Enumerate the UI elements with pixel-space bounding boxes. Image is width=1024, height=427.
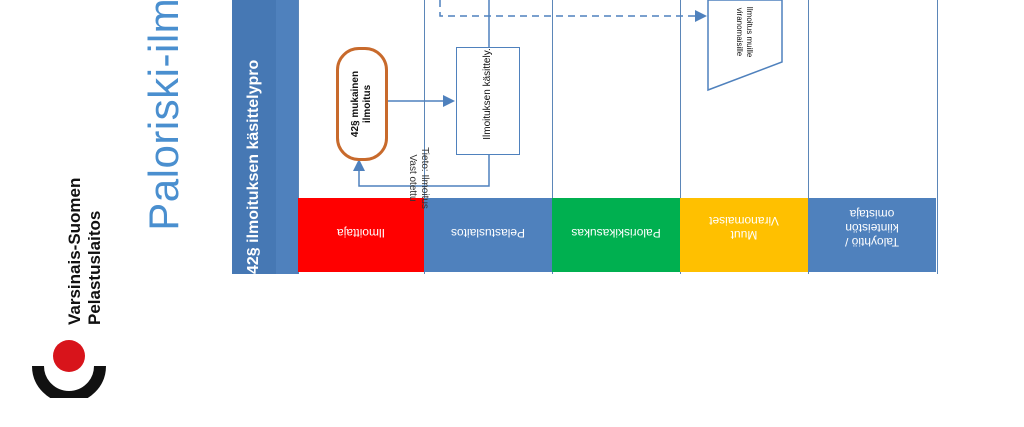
arrow-to-document — [439, 0, 707, 22]
diagram-title-bar: 42§ ilmoituksen käsittelypro — [232, 0, 276, 274]
lane-label-box: Muut Viranomaiset — [680, 198, 808, 272]
logo-emblem-icon — [32, 340, 106, 403]
lane-label-box: Paloriskikasukas — [552, 198, 680, 272]
lane-label-box: Pelastuslaitos — [424, 198, 552, 272]
organization-logo — [30, 338, 108, 403]
feedback-annotation: Tieto: Ilmoitus Vast otettu — [407, 147, 430, 209]
lane-label-box: Ilmoittaja — [298, 198, 424, 272]
process-label: Ilmoituksen käsittely. — [482, 48, 493, 140]
document-label: Ilmoitus muille viranomaisille — [735, 6, 754, 58]
lane-label-box: Taloyhtiö / kiinteistön omistaja — [808, 198, 936, 272]
arrow-feedback-to-start — [353, 155, 490, 187]
document-shape — [707, 0, 783, 92]
start-event-label: 42§ mukainen ilmoitus — [350, 70, 373, 138]
start-event-node: 42§ mukainen ilmoitus — [336, 47, 388, 161]
process-node: Ilmoituksen käsittely. — [456, 47, 520, 155]
diagram-side-strip — [276, 0, 298, 274]
